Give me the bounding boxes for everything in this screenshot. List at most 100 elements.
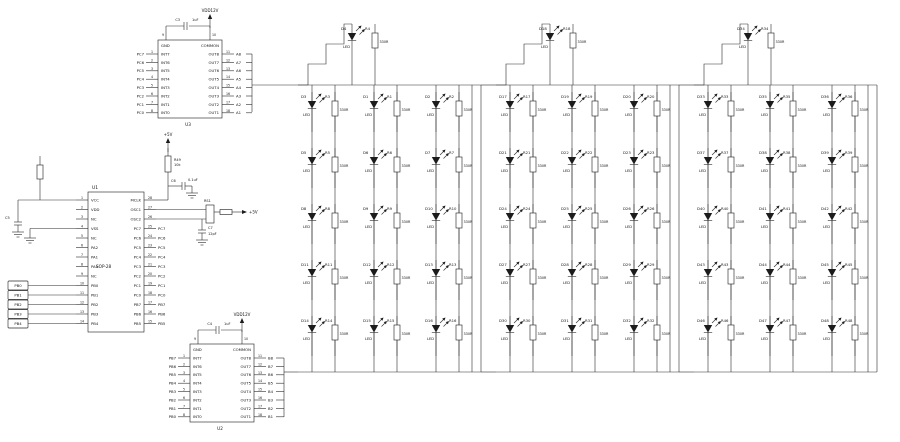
resistor-value: 330R [798, 164, 807, 168]
pin-number: 13 [258, 371, 262, 375]
resistor-designator: R17 [523, 94, 531, 99]
net-label: A5 [236, 77, 242, 82]
net-label: B6 [268, 372, 274, 377]
resistor-value: 330R [600, 332, 609, 336]
diode-designator: D32 [623, 318, 631, 323]
resistor-body [393, 156, 401, 173]
led-triangle-icon [307, 269, 317, 277]
led-triangle-icon [431, 269, 441, 277]
led-emission-arrow [838, 261, 842, 265]
net-label: PB6 [158, 311, 166, 316]
resistor-designator: R23 [647, 150, 655, 155]
pin-name: OUT5 [240, 381, 251, 386]
resistor-body [393, 212, 401, 229]
resistor-value: 330R [798, 220, 807, 224]
resistor-designator: R41 [783, 206, 791, 211]
diode-designator: D45 [821, 262, 829, 267]
component-designator: R49 [174, 158, 181, 162]
led-emission-arrow [581, 97, 585, 101]
diode-designator: D8 [301, 206, 307, 211]
led-emission-arrow [779, 209, 783, 213]
led-emission-arrow [714, 261, 718, 265]
led-triangle-icon [765, 101, 775, 109]
pin-number: 7 [183, 404, 185, 408]
led-emission-arrow [640, 149, 644, 153]
diode-designator: D4 [341, 26, 347, 31]
diode-designator: D23 [623, 150, 631, 155]
resistor-body [331, 324, 339, 341]
pin-name: INT6 [193, 364, 202, 369]
pin-name: INT7 [161, 51, 170, 56]
pin-name: PB7 [134, 302, 142, 307]
pin-name: PB5 [134, 321, 142, 326]
resistor-body [727, 212, 735, 229]
resistor-designator: R24 [523, 206, 531, 211]
pin-number: 11 [226, 50, 230, 54]
pin-name: INT0 [161, 110, 170, 115]
led-emission-arrow [643, 321, 647, 325]
net-label: B5 [268, 381, 274, 386]
led-emission-arrow [581, 153, 585, 157]
net-label: PC7 [137, 51, 145, 56]
diode-designator: D11 [301, 262, 309, 267]
resistor-value: 330R [600, 276, 609, 280]
diode-designator: D29 [623, 262, 631, 267]
resistor-body [455, 212, 463, 229]
led-label: LED [303, 337, 310, 341]
led-triangle-icon [567, 101, 577, 109]
resistor-designator: R9 [387, 206, 393, 211]
net-label: PC1 [158, 283, 166, 288]
pin-name: PC5 [134, 245, 142, 250]
pin-number: 6 [81, 244, 83, 248]
resistor-body [653, 324, 661, 341]
pin-number: 4 [81, 225, 83, 229]
resistor-designator: R12 [387, 262, 395, 267]
led-emission-arrow [578, 205, 582, 209]
led-label: LED [427, 113, 434, 117]
pin-name: OUT3 [240, 397, 251, 402]
stair-wire [694, 23, 748, 86]
pin-number: 10 [212, 33, 216, 37]
resistor-designator: R26 [647, 206, 655, 211]
pin-number: 2 [183, 362, 185, 366]
net-label: PB0 [14, 283, 22, 288]
resistor-designator: R8 [325, 206, 331, 211]
resistor-body [455, 100, 463, 117]
component-designator: C7 [208, 226, 213, 230]
led-label: LED [625, 337, 632, 341]
led-triangle-icon [369, 157, 379, 165]
component-value: 10k [174, 163, 181, 167]
pin-name: INT7 [193, 355, 202, 360]
led-triangle-icon [307, 101, 317, 109]
resistor-body [219, 209, 233, 215]
led-emission-arrow [361, 29, 365, 33]
pin-name: INT5 [193, 372, 202, 377]
resistor-body [653, 212, 661, 229]
resistor-body [529, 212, 537, 229]
resistor-body [727, 268, 735, 285]
resistor-body [851, 156, 859, 173]
pin-name: OUT8 [208, 51, 219, 56]
led-triangle-icon [567, 325, 577, 333]
led-triangle-icon [431, 157, 441, 165]
pin-number: 12 [226, 58, 230, 62]
diode-designator: D19 [561, 94, 569, 99]
resistor-designator: R5 [325, 150, 331, 155]
led-emission-arrow [445, 265, 449, 269]
pin-name: VCC [91, 197, 99, 202]
led-emission-arrow [776, 93, 780, 97]
net-label: PB5 [158, 321, 166, 326]
led-triangle-icon [703, 325, 713, 333]
resistor-designator: R29 [647, 262, 655, 267]
component-value: 1uF [192, 18, 198, 22]
led-label: LED [427, 225, 434, 229]
power-arrow-icon [242, 210, 247, 214]
led-emission-arrow [445, 153, 449, 157]
pin-name: OUT8 [240, 355, 251, 360]
led-triangle-icon [369, 101, 379, 109]
diode-designator: D48 [821, 318, 829, 323]
net-label: A2 [236, 102, 242, 107]
net-label: A7 [236, 60, 242, 65]
led-label: LED [563, 225, 570, 229]
